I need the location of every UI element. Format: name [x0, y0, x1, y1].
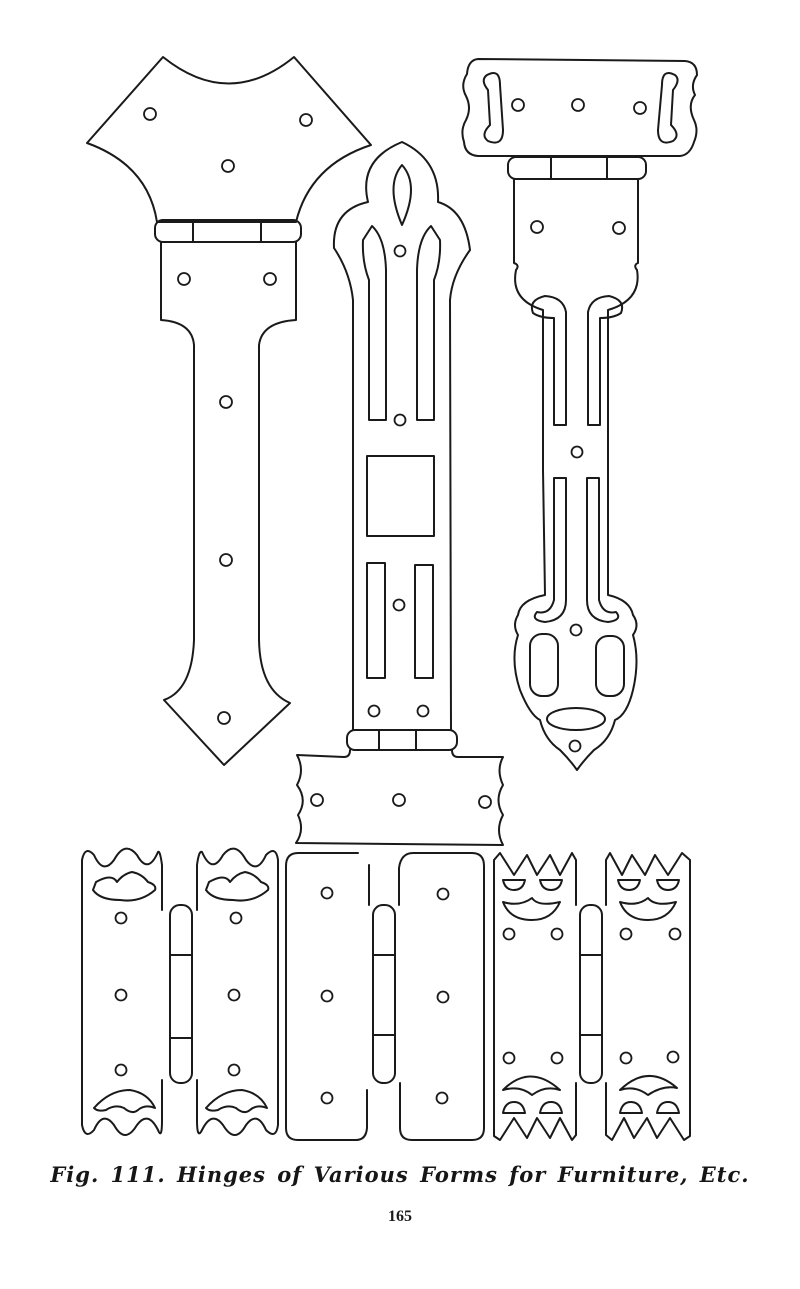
strap-hinge-gothic — [295, 141, 504, 846]
hinges-figure — [81, 56, 698, 1141]
page-number: 165 — [388, 1208, 412, 1225]
butt-hinge-crown — [493, 852, 691, 1141]
strap-hinge-scroll — [461, 58, 698, 771]
butt-hinge-wave — [81, 847, 279, 1136]
butt-hinge-plain — [285, 852, 485, 1141]
strap-hinge-fan-top — [86, 56, 372, 766]
figure-caption: Fig. 111. Hinges of Various Forms for Fu… — [50, 1162, 750, 1187]
